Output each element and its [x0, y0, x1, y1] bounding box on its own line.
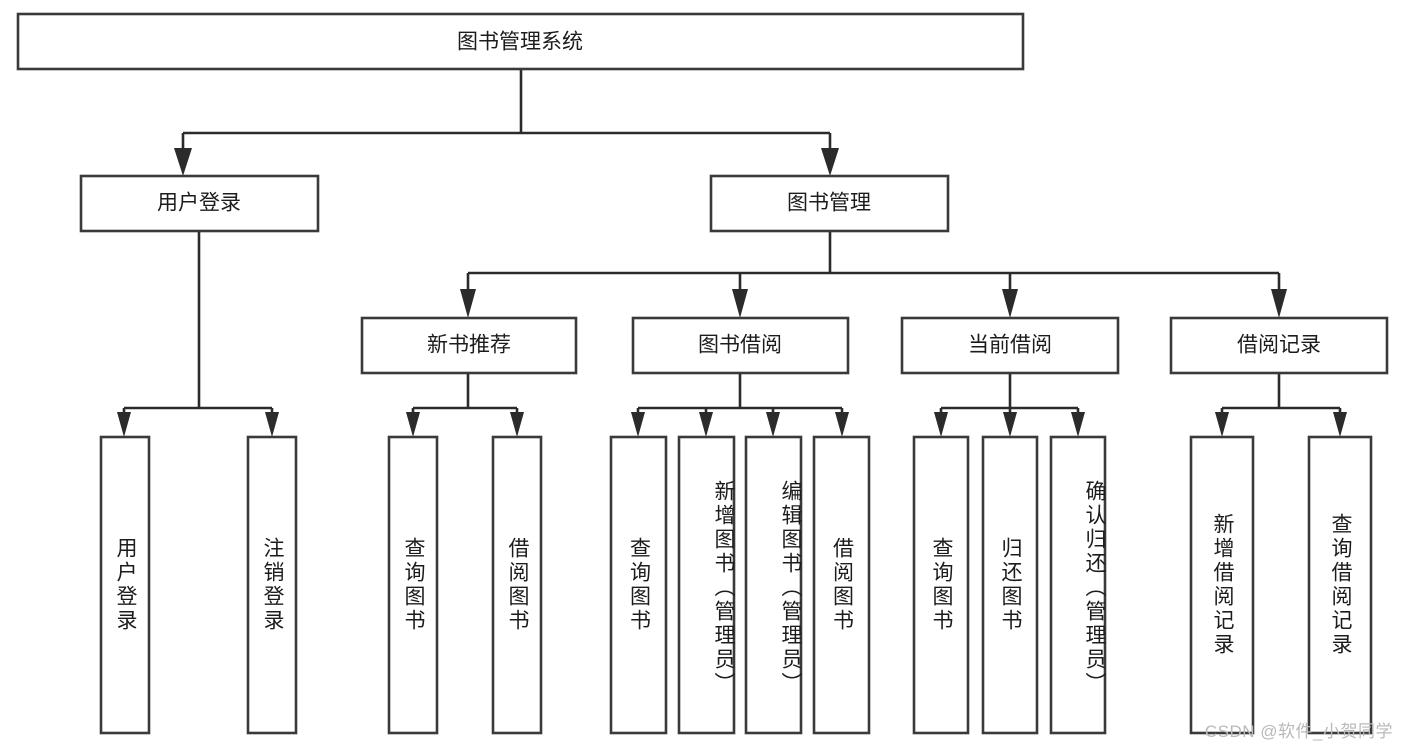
node-bookmgmt-box[interactable]: [709, 174, 950, 233]
arrow-head-borrow: [732, 289, 748, 318]
node-leaf8-box[interactable]: [812, 435, 871, 735]
node-leaf5-box[interactable]: [609, 435, 668, 735]
connector-group-bookmgmt: [460, 231, 1287, 318]
arrow-head-leaf1: [117, 412, 131, 437]
arrow-head-login: [174, 148, 192, 176]
connector-group-root: [174, 69, 839, 176]
node-borrow-label: 图书借阅: [698, 334, 782, 357]
arrow-head-leaf5: [631, 412, 645, 437]
arrow-head-leaf10: [1003, 412, 1017, 437]
node-bookmgmt[interactable]: 图书管理: [709, 174, 950, 233]
node-leaf13-box[interactable]: [1307, 435, 1373, 735]
arrow-head-leaf2: [265, 412, 279, 437]
node-leaf9-box[interactable]: [912, 435, 970, 735]
node-leaf11-box[interactable]: [1049, 435, 1107, 735]
arrow-head-leaf6: [699, 412, 713, 437]
node-leaf1-box[interactable]: [99, 435, 151, 735]
arrow-head-bookmgmt: [821, 148, 839, 176]
arrow-head-leaf12: [1215, 412, 1229, 437]
arrow-head-current: [1002, 289, 1018, 318]
arrow-head-leaf7: [766, 412, 780, 437]
node-records-box[interactable]: [1169, 316, 1389, 375]
arrow-head-leaf9: [934, 412, 948, 437]
connector-group-current: [934, 373, 1085, 437]
watermark-text: CSDN @软件_小贺同学: [1204, 722, 1393, 741]
arrow-head-records: [1271, 289, 1287, 318]
node-borrow-box[interactable]: [631, 316, 850, 375]
connector-group-newbook: [406, 373, 524, 437]
node-root-label: 图书管理系统: [457, 31, 583, 54]
node-root-box[interactable]: [16, 12, 1025, 71]
arrow-head-leaf11: [1071, 412, 1085, 437]
node-login-box[interactable]: [79, 174, 320, 233]
node-login[interactable]: 用户登录: [79, 174, 320, 233]
node-newbook-box[interactable]: [360, 316, 578, 375]
arrow-head-newbook: [460, 289, 476, 318]
arrow-head-leaf3: [406, 412, 420, 437]
node-records[interactable]: 借阅记录: [1169, 316, 1389, 375]
node-login-label: 用户登录: [157, 192, 241, 215]
node-leaf12-box[interactable]: [1189, 435, 1255, 735]
arrow-head-leaf8: [835, 412, 849, 437]
connector-group-borrow: [631, 373, 849, 437]
node-leaf7-box[interactable]: [744, 435, 803, 735]
arrow-head-leaf4: [510, 412, 524, 437]
node-current-label: 当前借阅: [968, 334, 1052, 357]
node-newbook-label: 新书推荐: [427, 334, 511, 357]
node-leaf3-box[interactable]: [387, 435, 439, 735]
node-leaf4-box[interactable]: [491, 435, 543, 735]
node-records-label: 借阅记录: [1237, 334, 1321, 357]
node-leaf10-box[interactable]: [981, 435, 1039, 735]
leaf-boxes: [99, 435, 1373, 735]
node-current-box[interactable]: [900, 316, 1120, 375]
arrow-head-leaf13: [1333, 412, 1347, 437]
node-bookmgmt-label: 图书管理: [787, 192, 871, 215]
node-borrow[interactable]: 图书借阅: [631, 316, 850, 375]
connector-group-records: [1215, 373, 1347, 437]
node-root[interactable]: 图书管理系统: [16, 12, 1025, 71]
node-leaf6-box[interactable]: [677, 435, 736, 735]
node-newbook[interactable]: 新书推荐: [360, 316, 578, 375]
node-current[interactable]: 当前借阅: [900, 316, 1120, 375]
node-leaf2-box[interactable]: [246, 435, 298, 735]
connector-group-login: [117, 231, 279, 437]
